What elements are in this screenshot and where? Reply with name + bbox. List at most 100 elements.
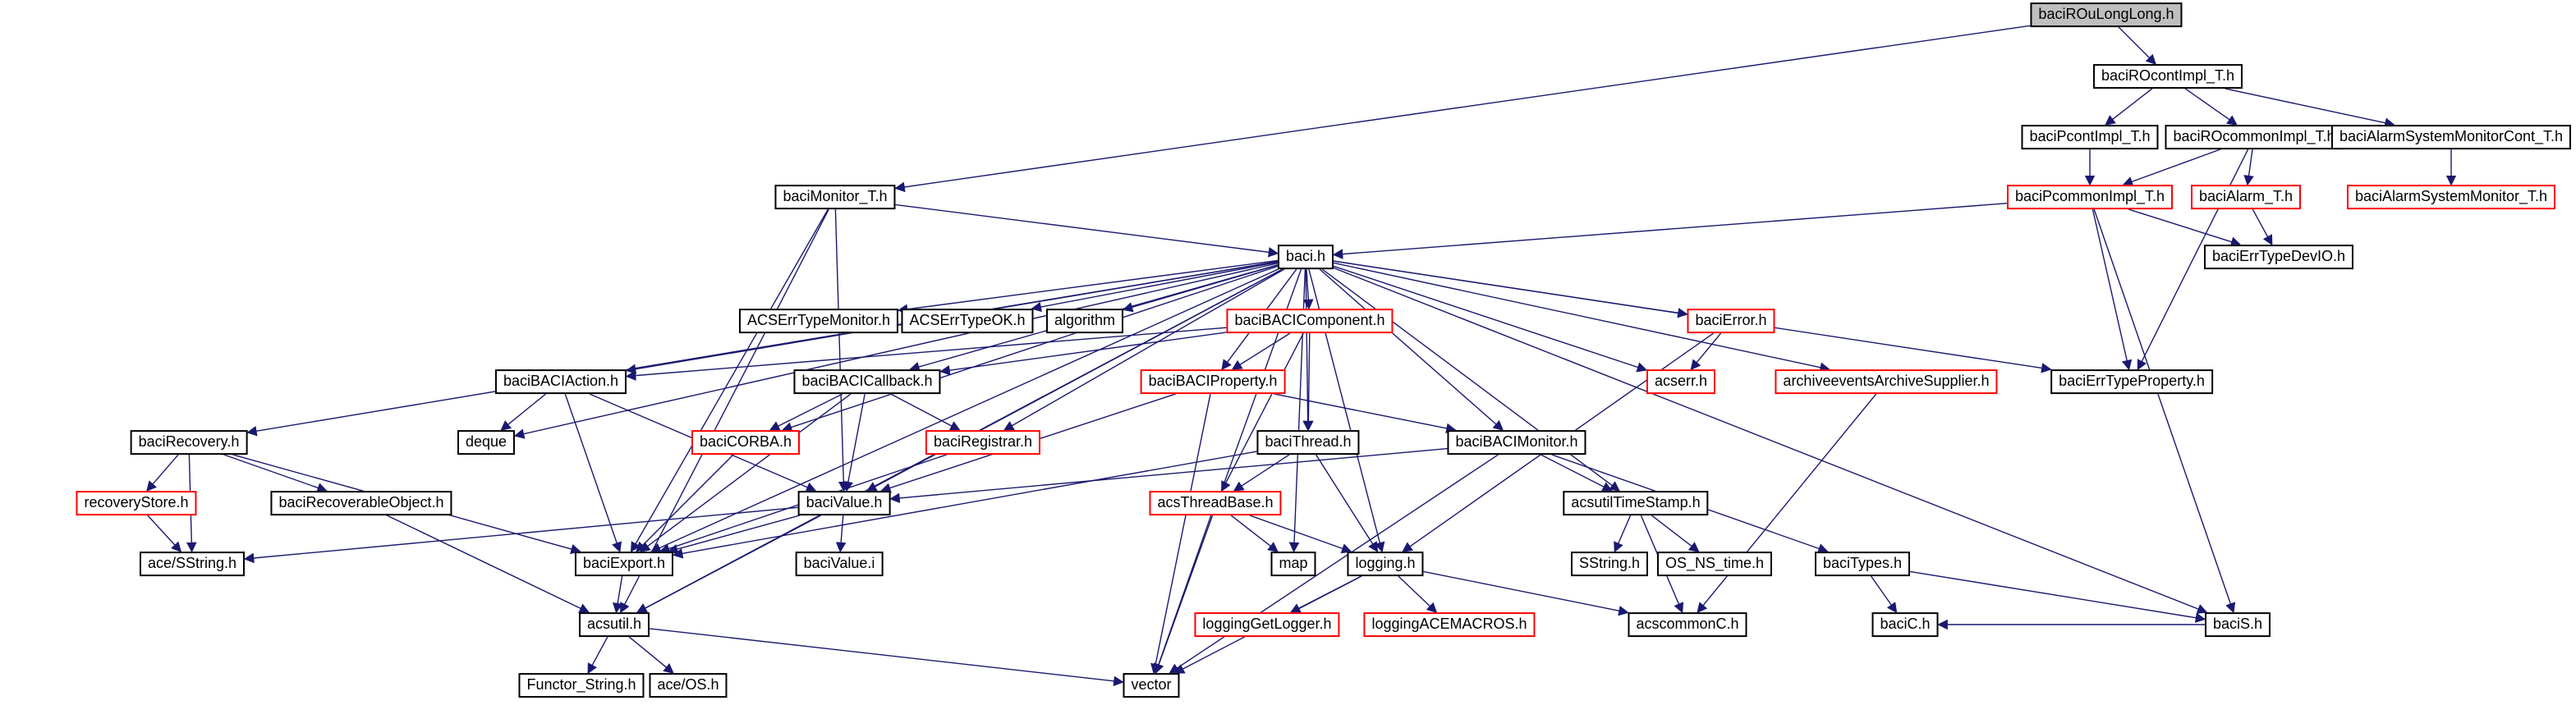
include-edge xyxy=(625,327,1227,381)
graph-node-baciroulonglong-h: baciROuLongLong.h xyxy=(2030,2,2183,27)
include-edge xyxy=(630,208,829,553)
include-edge xyxy=(769,393,843,431)
include-edge xyxy=(1333,262,1830,373)
graph-node-bacimonitor-t-h[interactable]: baciMonitor_T.h xyxy=(774,185,896,209)
include-edge xyxy=(1221,332,1304,492)
graph-node-acserr-h[interactable]: acserr.h xyxy=(1646,369,1716,394)
graph-node-bacivalue-i[interactable]: baciValue.i xyxy=(795,552,884,576)
include-edge xyxy=(1154,268,1302,675)
graph-node-vector: vector xyxy=(1123,673,1180,698)
graph-node-bacibacimonitor-h[interactable]: baciBACIMonitor.h xyxy=(1447,430,1586,455)
include-edge xyxy=(1249,515,1352,554)
include-edge xyxy=(639,393,852,552)
graph-node-bacipcommonimpl-t-h[interactable]: baciPcommonImpl_T.h xyxy=(2006,185,2174,209)
include-edge xyxy=(2105,88,2153,126)
include-edge xyxy=(500,393,547,431)
include-edge xyxy=(2092,208,2133,371)
include-edge xyxy=(613,575,623,614)
graph-node-acserrtypemonitor-h[interactable]: ACSErrTypeMonitor.h xyxy=(738,309,899,333)
include-edge xyxy=(895,204,1279,258)
graph-node-bacibacicomponent-h[interactable]: baciBACIComponent.h xyxy=(1226,309,1394,333)
include-edge xyxy=(2225,88,2395,128)
include-edge xyxy=(628,636,674,674)
include-edge xyxy=(386,515,590,613)
include-edge xyxy=(894,25,2031,193)
include-edge xyxy=(1423,570,1629,616)
graph-node-bacicorba-h[interactable]: baciCORBA.h xyxy=(691,430,801,455)
include-edge xyxy=(146,454,179,492)
graph-node-bacirocontimpl-t-h[interactable]: baciROcontImpl_T.h xyxy=(2092,64,2243,89)
graph-node-bacipcontimpl-t-h[interactable]: baciPcontImpl_T.h xyxy=(2021,125,2159,149)
include-edge xyxy=(2093,208,2236,614)
include-edge xyxy=(1150,393,1211,675)
graph-node-bacic-h[interactable]: baciC.h xyxy=(1871,612,1939,637)
include-edge xyxy=(1274,393,1457,434)
include-edge xyxy=(1697,393,1877,614)
graph-node-acsutiltimestamp-h[interactable]: acsutilTimeStamp.h xyxy=(1563,491,1709,515)
include-edge xyxy=(1231,332,1291,370)
include-edge xyxy=(939,332,1227,376)
graph-node-baciregistrar-h[interactable]: baciRegistrar.h xyxy=(925,430,1041,455)
include-edge xyxy=(1332,203,2008,259)
graph-node-baci-h[interactable]: baci.h xyxy=(1277,245,1334,269)
graph-node-acsutil-h[interactable]: acsutil.h xyxy=(578,612,650,637)
include-edge xyxy=(587,636,608,675)
include-edge xyxy=(1651,515,1700,552)
graph-node-bacierrtypedevio-h[interactable]: baciErrTypeDevIO.h xyxy=(2203,245,2354,269)
graph-node-bacibaciproperty-h[interactable]: baciBACIProperty.h xyxy=(1140,369,1286,394)
graph-node-bacibaciaction-h[interactable]: baciBACIAction.h xyxy=(494,369,627,394)
include-edge xyxy=(1169,454,1499,674)
include-edge xyxy=(246,261,1279,437)
include-edge xyxy=(2118,26,2156,65)
include-edge xyxy=(2184,88,2238,126)
graph-node-bacithread-h[interactable]: baciThread.h xyxy=(1256,430,1360,455)
include-edge xyxy=(650,268,1279,553)
include-edge xyxy=(636,515,822,613)
graph-node-bacierrtypeproperty-h[interactable]: baciErrTypeProperty.h xyxy=(2050,369,2213,394)
include-edge xyxy=(1909,570,2206,623)
graph-node-bacirecovery-h[interactable]: baciRecovery.h xyxy=(130,430,248,455)
graph-node-loggingacemacros-h[interactable]: loggingACEMACROS.h xyxy=(1363,612,1536,637)
graph-node-algorithm: algorithm xyxy=(1045,309,1124,333)
include-edge xyxy=(636,454,734,552)
graph-node-bacivalue-h[interactable]: baciValue.h xyxy=(797,491,891,515)
include-edge xyxy=(897,259,1279,314)
include-edge xyxy=(1230,515,1279,552)
include-edge xyxy=(834,208,849,492)
graph-node-baciexport-h[interactable]: baciExport.h xyxy=(574,552,674,576)
graph-node-recoverystore-h[interactable]: recoveryStore.h xyxy=(76,491,197,515)
graph-node-logginggetlogger-h[interactable]: loggingGetLogger.h xyxy=(1194,612,1340,637)
include-edge xyxy=(1154,515,1212,675)
include-edge xyxy=(2122,149,2221,187)
graph-node-bacirecoverableobject-h[interactable]: baciRecoverableObject.h xyxy=(270,491,452,515)
graph-node-archiveeventsarchivesupplier-h[interactable]: archiveeventsArchiveSupplier.h xyxy=(1775,369,1998,394)
graph-node-bacierror-h[interactable]: baciError.h xyxy=(1687,309,1775,333)
graph-node-acscommonc-h[interactable]: acscommonC.h xyxy=(1628,612,1747,637)
graph-node-deque: deque xyxy=(457,430,516,455)
include-edge xyxy=(672,451,1257,559)
graph-node-acsthreadbase-h[interactable]: acsThreadBase.h xyxy=(1149,491,1282,515)
include-edge xyxy=(835,515,847,553)
graph-node-bacialarm-t-h[interactable]: baciAlarm_T.h xyxy=(2190,185,2302,209)
graph-node-os-ns-time-h: OS_NS_time.h xyxy=(1656,552,1773,576)
include-edge xyxy=(1319,268,1504,431)
include-edge xyxy=(649,628,1124,687)
graph-node-bacialarmsystemmonitor-t-h[interactable]: baciAlarmSystemMonitor_T.h xyxy=(2346,185,2556,209)
graph-node-bacibacicallback-h[interactable]: baciBACICallback.h xyxy=(793,369,941,394)
include-edge xyxy=(890,393,961,431)
graph-node-bacitypes-h[interactable]: baciTypes.h xyxy=(1814,552,1911,576)
include-edge xyxy=(223,454,328,493)
include-edge xyxy=(1690,332,1722,371)
graph-node-bacirocommonimpl-t-h[interactable]: baciROcommonImpl_T.h xyxy=(2165,125,2344,149)
graph-node-bacis-h[interactable]: baciS.h xyxy=(2204,612,2271,637)
include-edge xyxy=(1303,332,1314,432)
graph-node-acserrtypeok-h[interactable]: ACSErrTypeOK.h xyxy=(901,309,1034,333)
include-edge xyxy=(1333,267,2208,614)
include-edge xyxy=(513,263,1279,439)
graph-node-logging-h[interactable]: logging.h xyxy=(1347,552,1424,576)
graph-node-functor-string-h: Functor_String.h xyxy=(518,673,645,698)
include-edge xyxy=(1303,268,1314,310)
include-edge xyxy=(843,393,866,492)
graph-node-bacialarmsystemmonitorcont-t-h[interactable]: baciAlarmSystemMonitorCont_T.h xyxy=(2330,125,2572,149)
include-edge xyxy=(781,265,1279,433)
